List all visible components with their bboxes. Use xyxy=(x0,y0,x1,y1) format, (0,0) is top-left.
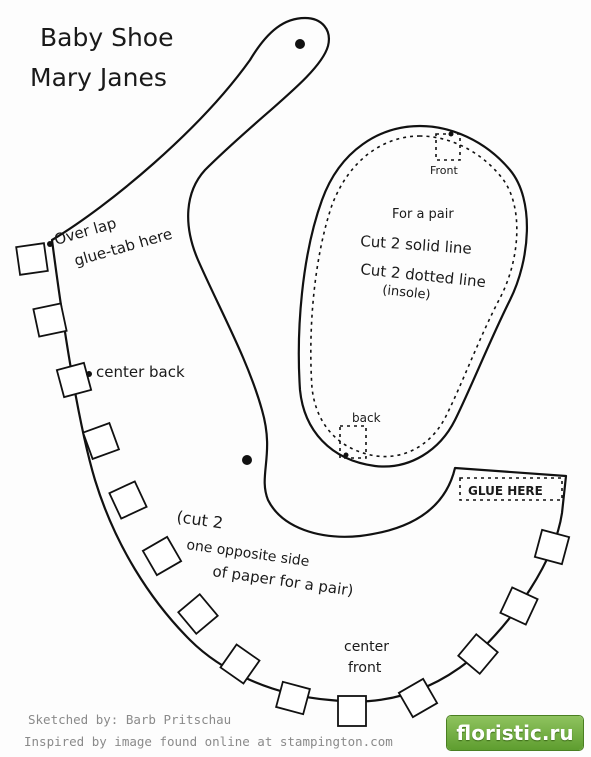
glue-tab xyxy=(141,535,183,577)
glue-here-zone xyxy=(459,477,563,501)
glue-tab xyxy=(81,421,121,461)
sole-front-marker xyxy=(435,133,461,161)
glue-tab xyxy=(533,528,571,566)
sole-back-label: back xyxy=(352,411,381,425)
sole-back-marker xyxy=(339,425,367,459)
glue-tab xyxy=(32,302,68,338)
sole-instruction-1: For a pair xyxy=(392,207,454,222)
center-front-label-2: front xyxy=(348,660,382,676)
sole-front-label: Front xyxy=(430,164,459,177)
center-back-label: center back xyxy=(96,363,185,381)
center-front-label-1: center xyxy=(344,639,389,655)
watermark-badge xyxy=(447,716,583,750)
glue-tab xyxy=(337,695,367,727)
glue-tab xyxy=(15,242,49,276)
title-line1: Baby Shoe xyxy=(40,23,173,52)
glue-tab xyxy=(457,633,499,675)
sole-front-dot xyxy=(448,131,454,137)
upper-piece-outline xyxy=(50,16,568,703)
glue-tab xyxy=(275,680,311,716)
credit-sketched-by: Sketched by: Barb Pritschau xyxy=(28,712,231,727)
credit-inspired-by: Inspired by image found online at stampi… xyxy=(24,734,393,749)
cut-instructions-3: of paper for a pair) xyxy=(211,562,354,600)
cut-instructions-2: one opposite side xyxy=(185,537,310,570)
glue-tab xyxy=(55,361,93,399)
button-mark xyxy=(242,455,252,465)
sole-outline xyxy=(297,124,528,468)
cut-instructions-1: (cut 2 xyxy=(175,507,224,532)
glue-tabs xyxy=(15,242,571,727)
title-line2: Mary Janes xyxy=(30,63,167,92)
center-back-mark xyxy=(86,371,92,377)
strap-hole xyxy=(295,39,305,49)
glue-here-label: GLUE HERE xyxy=(468,484,543,498)
watermark-text: floristic.ru xyxy=(456,721,574,745)
glue-tab xyxy=(397,677,439,719)
sole-instruction-4: (insole) xyxy=(382,283,432,303)
glue-tab xyxy=(177,593,219,635)
glue-tab xyxy=(499,586,539,626)
overlap-mark xyxy=(47,241,53,247)
sole-instruction-2: Cut 2 solid line xyxy=(360,232,473,258)
sole-back-dot xyxy=(343,452,349,458)
insole-outline xyxy=(310,135,518,458)
glue-tab xyxy=(219,643,261,685)
glue-tab xyxy=(108,480,148,520)
